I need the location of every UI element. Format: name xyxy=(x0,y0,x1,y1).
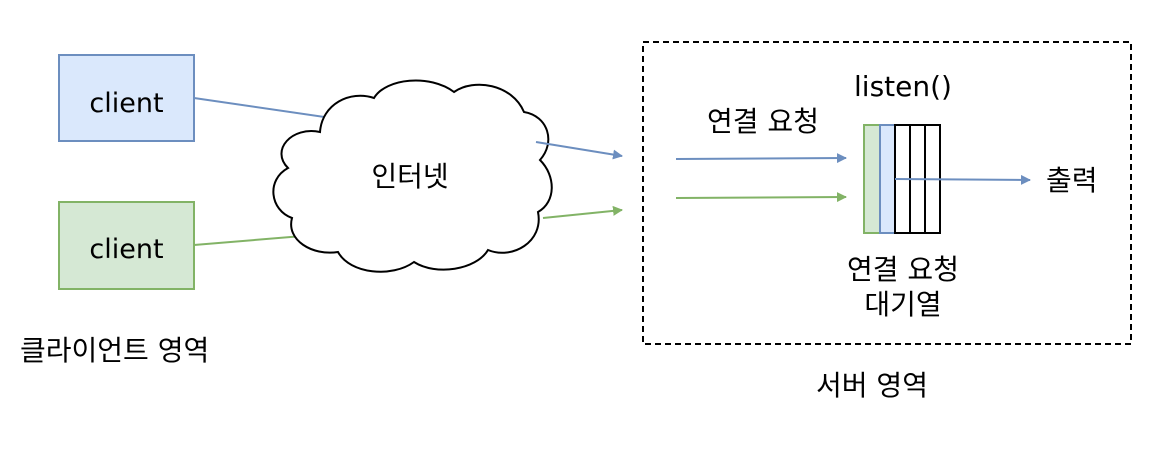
client-label-1: client xyxy=(89,88,163,119)
request-label: 연결 요청 xyxy=(707,105,819,138)
listen-label: listen() xyxy=(854,70,952,103)
client-area-label: 클라이언트 영역 xyxy=(20,334,209,367)
internet-cloud: 인터넷 xyxy=(272,79,553,273)
internet-to-server-arrow-green xyxy=(542,205,623,219)
server-area-box xyxy=(642,41,1132,345)
queue-label-line2: 대기열 xyxy=(864,288,941,321)
queue-label-line1: 연결 요청 xyxy=(847,253,959,286)
request-arrow-green xyxy=(675,192,847,203)
client-box-1: client xyxy=(58,54,195,142)
internet-label: 인터넷 xyxy=(371,160,448,193)
client-box-2: client xyxy=(58,201,195,290)
output-arrow xyxy=(894,174,1031,185)
output-label: 출력 xyxy=(1046,164,1098,197)
queue-slot-green xyxy=(863,124,881,234)
internet-to-server-arrow-blue xyxy=(535,141,623,160)
queue-slot-blue xyxy=(879,124,896,234)
request-arrow-blue xyxy=(675,153,847,164)
client-label-2: client xyxy=(89,234,163,265)
server-area-label: 서버 영역 xyxy=(816,369,928,402)
